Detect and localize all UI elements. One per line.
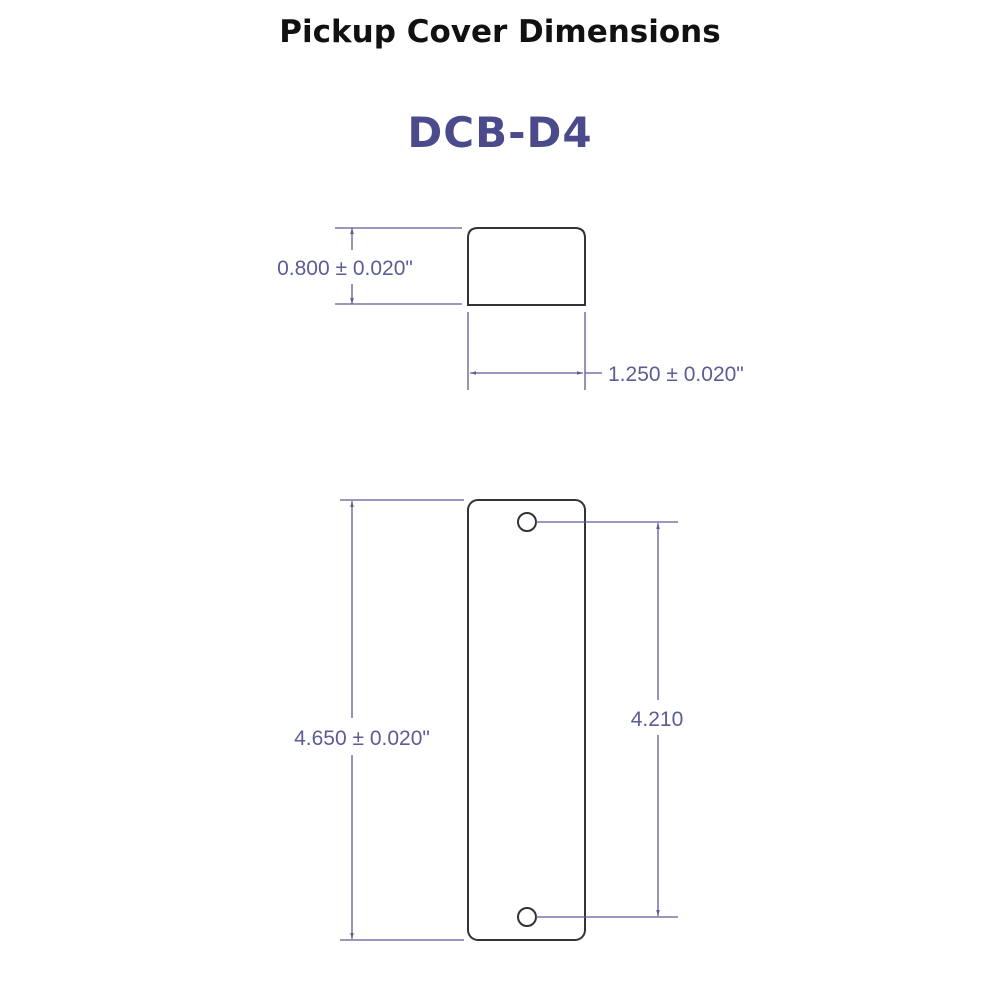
length-label: 4.650 ± 0.020"	[294, 727, 430, 750]
length-dimension	[340, 499, 464, 941]
width-dimension	[467, 312, 602, 390]
model-name: DCB-D4	[407, 108, 593, 157]
page-title: Pickup Cover Dimensions	[279, 14, 721, 50]
mounting-hole-top	[517, 512, 537, 532]
hole-spacing-label: 4.210	[631, 708, 684, 731]
height-label: 0.800 ± 0.020"	[277, 257, 413, 280]
mounting-hole-bottom	[517, 907, 537, 927]
side-view-outline	[467, 227, 586, 306]
top-view-outline	[467, 499, 586, 941]
height-dimension	[335, 227, 462, 305]
width-label: 1.250 ± 0.020"	[608, 363, 744, 386]
hole-spacing-dimension	[536, 521, 678, 918]
